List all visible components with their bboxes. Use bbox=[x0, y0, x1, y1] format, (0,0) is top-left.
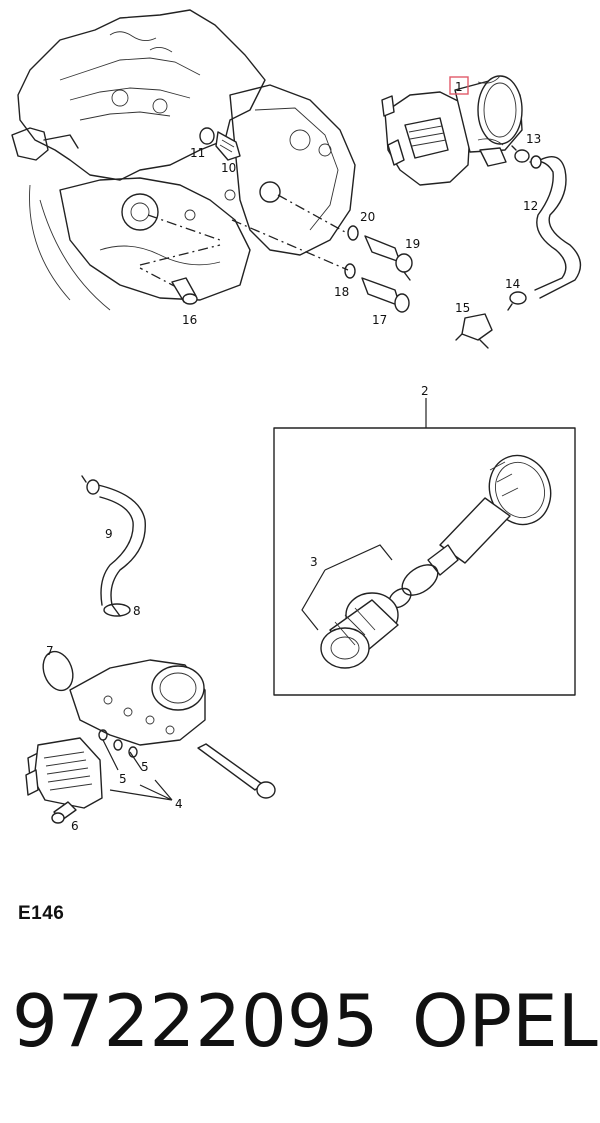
brand-name: OPEL bbox=[412, 979, 598, 1063]
callout-3: 3 bbox=[310, 555, 318, 569]
callout-17: 17 bbox=[372, 313, 387, 327]
long-bolt bbox=[197, 743, 276, 799]
callout-14: 14 bbox=[505, 277, 520, 291]
part-19-valve bbox=[364, 235, 413, 281]
callout-5b: 5 bbox=[141, 760, 149, 774]
part-7-seal bbox=[42, 650, 74, 692]
callout-6: 6 bbox=[71, 819, 79, 833]
callout-4: 4 bbox=[175, 797, 183, 811]
part-20-seal bbox=[347, 225, 359, 241]
assembly-lines bbox=[139, 194, 349, 289]
callout-10: 10 bbox=[221, 161, 236, 175]
part-13-clamp bbox=[511, 145, 530, 163]
callout-labels: 1 2 3 4 5 5 6 7 8 9 10 11 12 13 14 15 16… bbox=[46, 80, 541, 833]
part-6-bolt bbox=[51, 801, 77, 824]
part-18-seal bbox=[344, 263, 356, 279]
part-4-oil-cooler bbox=[25, 737, 103, 809]
callout-8: 8 bbox=[133, 604, 141, 618]
part-16-bolt bbox=[171, 277, 198, 305]
filter-base-housing bbox=[69, 659, 206, 746]
callout-19: 19 bbox=[405, 237, 420, 251]
part-12-hose bbox=[529, 155, 582, 299]
callout-13: 13 bbox=[526, 132, 541, 146]
part-2-filter-cap bbox=[427, 454, 552, 576]
part-11-bolt bbox=[199, 127, 241, 161]
part-3-filter-element bbox=[320, 592, 399, 669]
callout-1: 1 bbox=[455, 80, 463, 94]
part-15-clamp bbox=[455, 313, 493, 349]
diagram-code: E146 bbox=[18, 903, 65, 924]
callout-9: 9 bbox=[105, 527, 113, 541]
callout-20: 20 bbox=[360, 210, 375, 224]
callout-15: 15 bbox=[455, 301, 470, 315]
callout-7: 7 bbox=[46, 644, 54, 658]
exploded-parts-diagram: 1 2 3 4 5 5 6 7 8 9 10 11 12 13 14 15 16… bbox=[11, 9, 582, 833]
callout-2: 2 bbox=[421, 384, 429, 398]
part-14-clamp bbox=[507, 291, 527, 311]
callout-11: 11 bbox=[190, 146, 205, 160]
part-9-hose bbox=[81, 475, 146, 606]
callout-12: 12 bbox=[523, 199, 538, 213]
callout-5a: 5 bbox=[119, 772, 127, 786]
part-number: 97222095 bbox=[12, 979, 379, 1063]
part-17-valve bbox=[361, 277, 410, 313]
callout-18: 18 bbox=[334, 285, 349, 299]
engine-block bbox=[11, 9, 356, 311]
callout-16: 16 bbox=[182, 313, 197, 327]
part-1-filter-housing bbox=[381, 75, 523, 186]
part-8-clamp bbox=[103, 603, 131, 617]
